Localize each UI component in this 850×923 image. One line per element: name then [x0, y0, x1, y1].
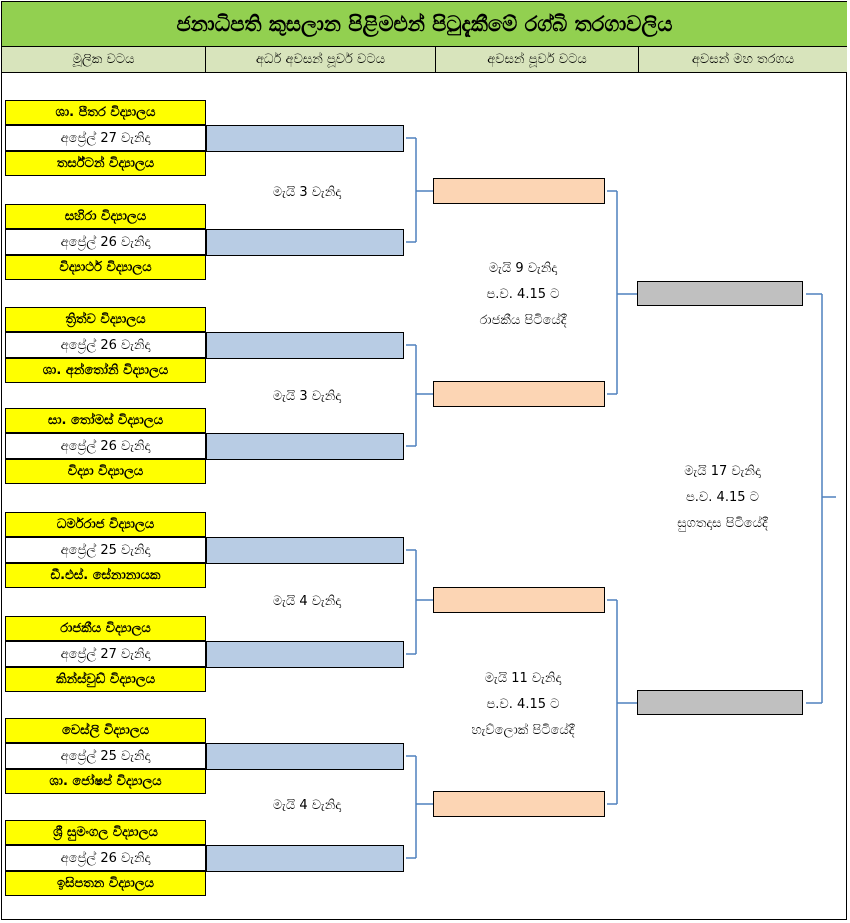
team-b-cell: ශා. අන්තෝනි විද්‍යාලය	[5, 358, 206, 383]
semi-venue-label: රාජකීය පිටියේදී	[479, 313, 567, 328]
semi-date-label: මැයි 11 වැනිදා	[484, 671, 562, 686]
round2-slot	[206, 125, 404, 152]
semi-date-label: මැයි 9 වැනිදා	[488, 261, 558, 276]
match-date-cell: අප්‍රේල් 27 වැනිදා	[5, 641, 206, 667]
team-a-cell: රාජකීය විද්‍යාලය	[5, 616, 206, 641]
semi-time-label: ප.ව. 4.15 ට	[486, 697, 560, 712]
quarter-final-slot	[433, 178, 605, 204]
team-a-cell: සහිරා විද්‍යාලය	[5, 204, 206, 229]
team-a-cell: ධර්මරාජ විද්‍යාලය	[5, 512, 206, 537]
round2-date-label: මැයි 4 වැනිදා	[272, 594, 342, 609]
round2-slot	[206, 845, 404, 872]
final-slot	[637, 690, 803, 715]
team-a-cell: සා. තෝමස් විද්‍යාලය	[5, 408, 206, 433]
round2-slot	[206, 229, 404, 256]
round2-slot	[206, 433, 404, 460]
final-time-label: ප.ව. 4.15 ට	[686, 490, 759, 505]
team-b-cell: විද්‍යා විද්‍යාලය	[5, 459, 206, 484]
semi-venue-label: හැව්ලොක් පිටියේදී	[471, 723, 575, 738]
final-venue-label: සුගතදාස පිටියේදී	[677, 516, 768, 531]
round2-slot	[206, 743, 404, 770]
round2-date-label: මැයි 3 වැනිදා	[272, 185, 342, 200]
match-date-cell: අප්‍රේල් 25 වැනිදා	[5, 537, 206, 563]
quarter-final-slot	[433, 791, 605, 817]
team-b-cell: ශා. ජෝෂප් විද්‍යාලය	[5, 769, 206, 794]
final-slot	[637, 281, 803, 306]
page-title: ජනාධිපති කුසලාන පිළිමළුන් පිටුදැකීමේ රග්…	[2, 2, 847, 47]
team-a-cell: වෙස්ලි විද්‍යාලය	[5, 718, 206, 743]
team-b-cell: ඉසිපතන විද්‍යාලය	[5, 871, 206, 896]
round2-date-label: මැයි 4 වැනිදා	[272, 798, 342, 813]
team-a-cell: ත්‍රිත්ව විද්‍යාලය	[5, 307, 206, 332]
team-a-cell: ශ්‍රී සුමංගල විද්‍යාලය	[5, 820, 206, 845]
final-date-label: මැයි 17 වැනිදා	[684, 464, 761, 479]
match-date-cell: අප්‍රේල් 25 වැනිදා	[5, 743, 206, 769]
match-date-cell: අප්‍රේල් 27 වැනිදා	[5, 125, 206, 151]
team-b-cell: කින්ස්වුඩ් විද්‍යාලය	[5, 667, 206, 692]
team-b-cell: ඩී.එස්. සේනානායක	[5, 563, 206, 588]
header-round-1: මූලික වටය	[2, 47, 206, 72]
match-date-cell: අප්‍රේල් 26 වැනිදා	[5, 845, 206, 871]
match-date-cell: අප්‍රේල් 26 වැනිදා	[5, 433, 206, 459]
match-date-cell: අප්‍රේල් 26 වැනිදා	[5, 332, 206, 358]
header-quarter-final: අවසන් පූර්ව වටය	[436, 47, 639, 72]
team-b-cell: විද්‍යාර්ථ විද්‍යාලය	[5, 255, 206, 280]
semi-time-label: ප.ව. 4.15 ට	[486, 287, 560, 302]
quarter-final-slot	[433, 587, 605, 613]
header-final: අවසන් මහ තරගය	[691, 52, 795, 67]
team-a-cell: ශා. පීතර විද්‍යාලය	[5, 100, 206, 125]
header-round-2: අර්ධ අවසන් පූර්ව වටය	[206, 47, 436, 72]
round2-slot	[206, 641, 404, 668]
quarter-final-slot	[433, 381, 605, 407]
round2-slot	[206, 537, 404, 564]
team-b-cell: තර්ස්ටන් විද්‍යාලය	[5, 151, 206, 176]
round2-slot	[206, 332, 404, 359]
match-date-cell: අප්‍රේල් 26 වැනිදා	[5, 229, 206, 255]
round2-date-label: මැයි 3 වැනිදා	[272, 389, 342, 404]
round-header-row: මූලික වටය අර්ධ අවසන් පූර්ව වටය අවසන් පූර…	[2, 47, 847, 73]
